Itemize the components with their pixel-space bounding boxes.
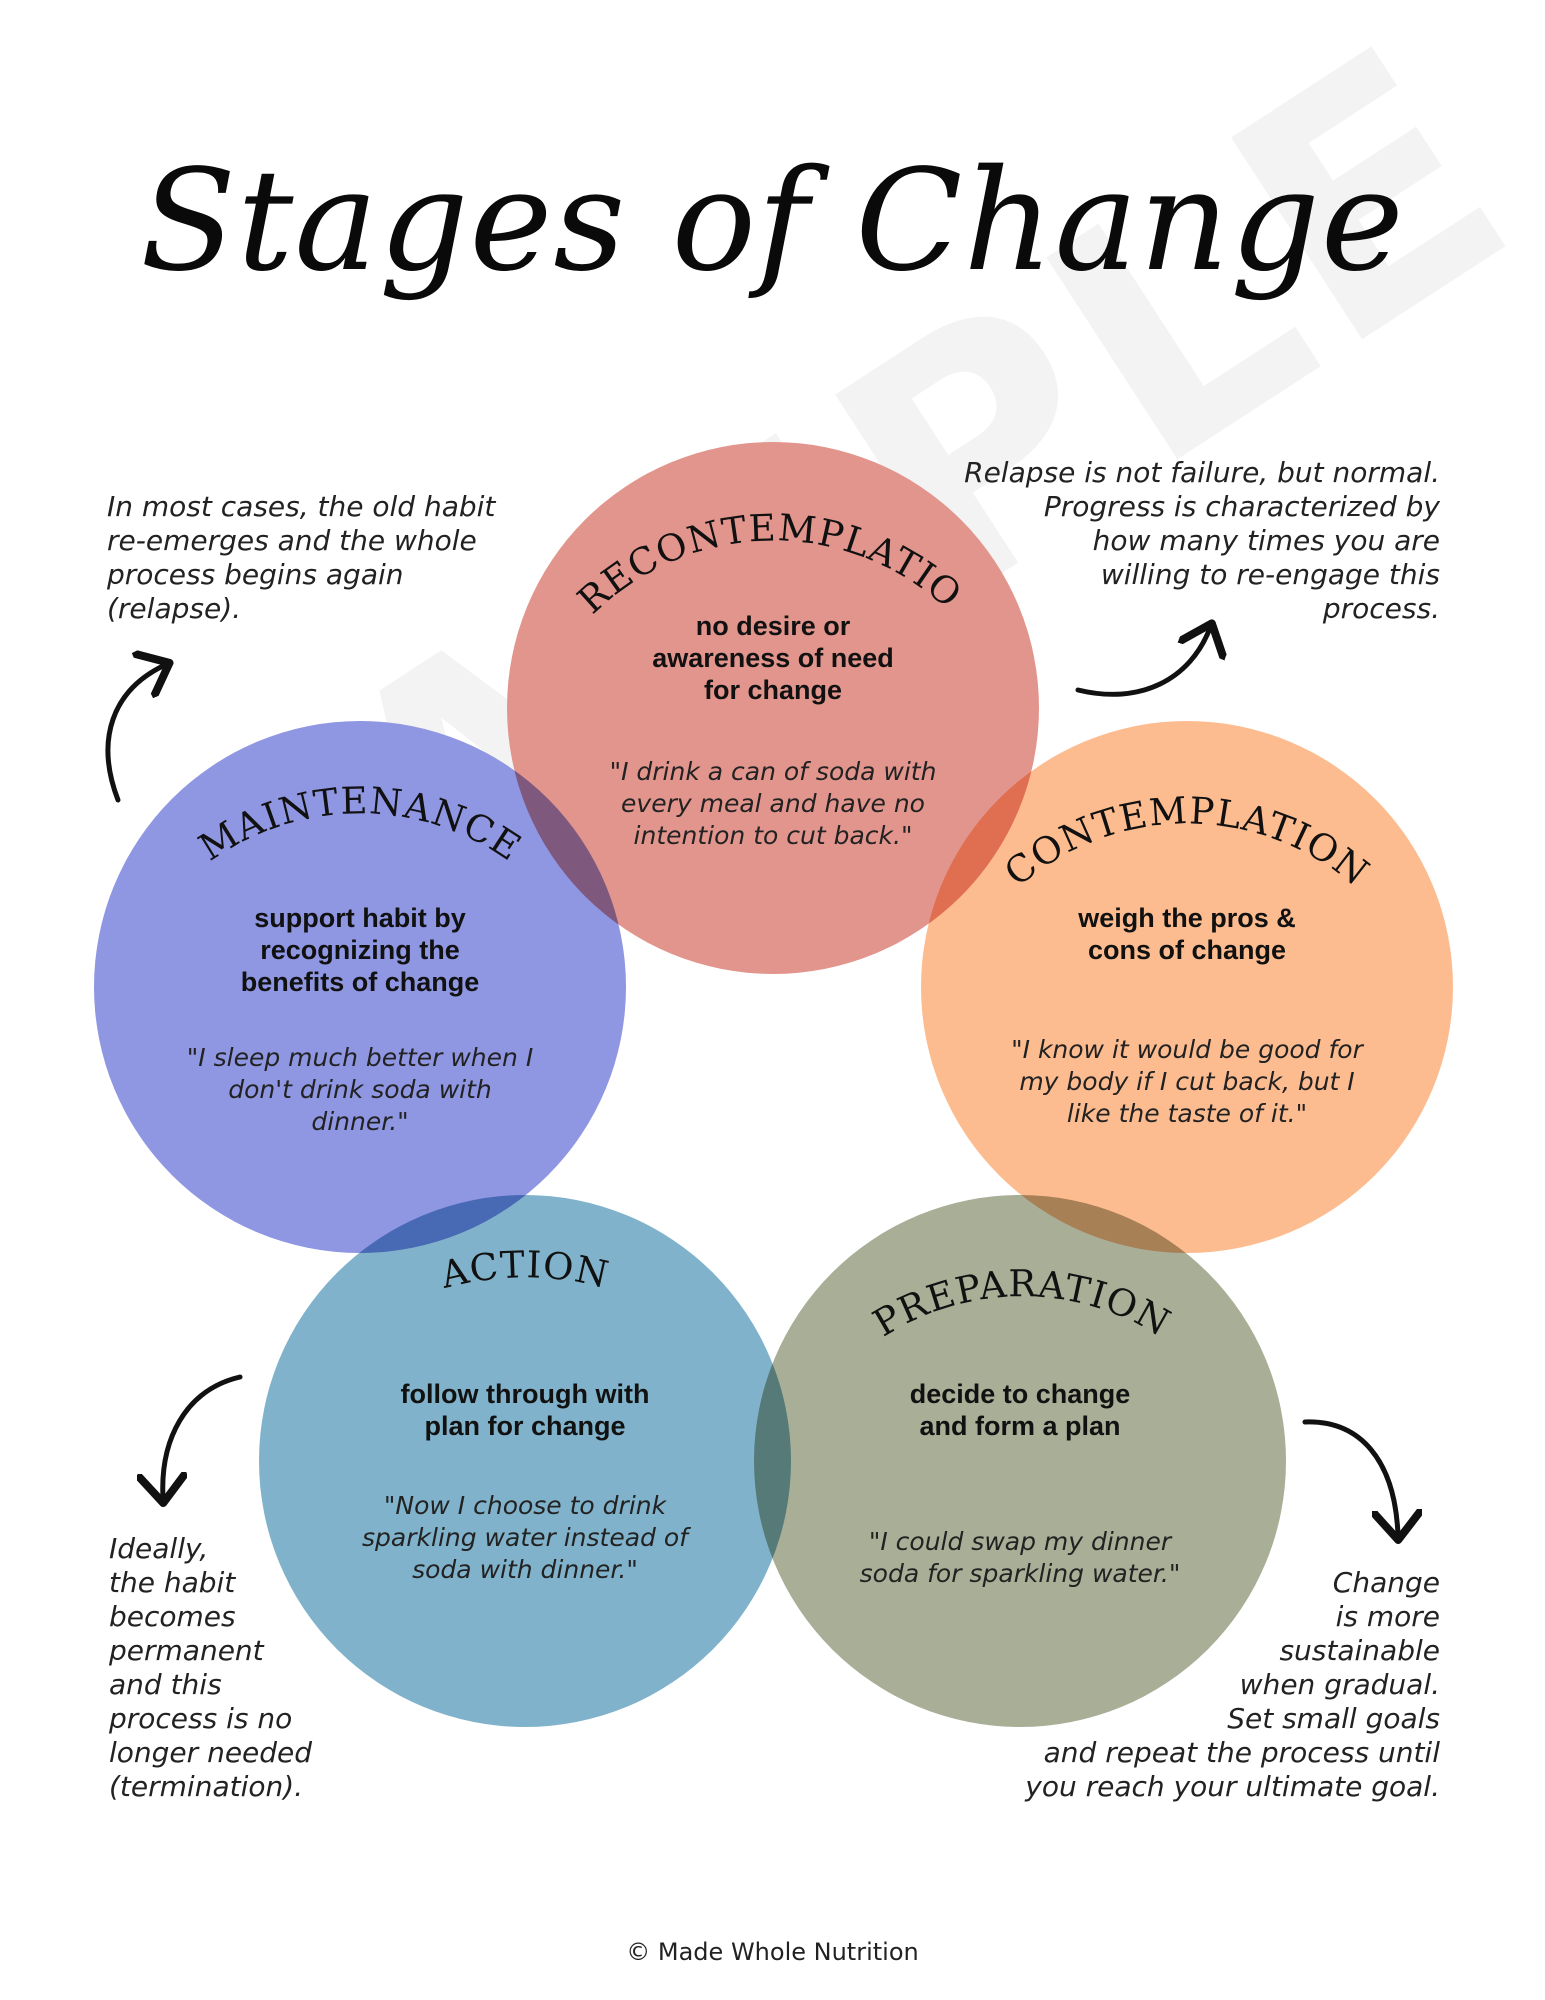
note-top-right: Relapse is not failure, but normal. Prog…: [964, 456, 1440, 625]
note-top-left: In most cases, the old habit re-emerges …: [107, 490, 496, 625]
circle-action: [259, 1195, 791, 1727]
circle-contemplation: [921, 721, 1453, 1253]
precontemplation-content: no desire or awareness of need for chang…: [583, 610, 963, 852]
contemplation-description: weigh the pros & cons of change: [1078, 903, 1296, 965]
preparation-description: decide to change and form a plan: [909, 1379, 1131, 1441]
page-title: Stages of Change: [140, 140, 1405, 303]
circle-maintenance: [94, 721, 626, 1253]
maintenance-quote: "I sleep much better when I don't drink …: [186, 1043, 534, 1136]
maintenance-content: support habit by recognizing the benefit…: [170, 902, 550, 1138]
action-content: follow through with plan for change "Now…: [335, 1378, 715, 1586]
circle-precontemplation: [507, 442, 1039, 974]
action-description: follow through with plan for change: [400, 1379, 650, 1441]
stage-circles: [94, 442, 1453, 1727]
action-quote: "Now I choose to drink sparkling water i…: [362, 1491, 688, 1584]
arrow-curve-down-icon: [163, 1374, 243, 1498]
arrow-curve-right-icon: [1075, 628, 1210, 697]
precontemplation-quote: "I drink a can of soda with every meal a…: [609, 757, 937, 850]
copyright-text: © Made Whole Nutrition: [626, 1938, 919, 1966]
preparation-quote: "I could swap my dinner soda for sparkli…: [859, 1527, 1181, 1588]
contemplation-content: weigh the pros & cons of change "I know …: [997, 902, 1377, 1130]
maintenance-description: support habit by recognizing the benefit…: [240, 903, 480, 997]
arrow-curve-up-icon: [105, 665, 165, 803]
arrow-curve-down-right-icon: [1302, 1419, 1398, 1535]
precontemplation-description: no desire or awareness of need for chang…: [652, 611, 894, 705]
note-bottom-right: Change is more sustainable when gradual.…: [1025, 1566, 1440, 1803]
preparation-content: decide to change and form a plan "I coul…: [830, 1378, 1210, 1590]
note-bottom-left: Ideally, the habit becomes permanent and…: [109, 1532, 313, 1803]
circle-preparation: [754, 1195, 1286, 1727]
contemplation-quote: "I know it would be good for my body if …: [1011, 1035, 1363, 1128]
